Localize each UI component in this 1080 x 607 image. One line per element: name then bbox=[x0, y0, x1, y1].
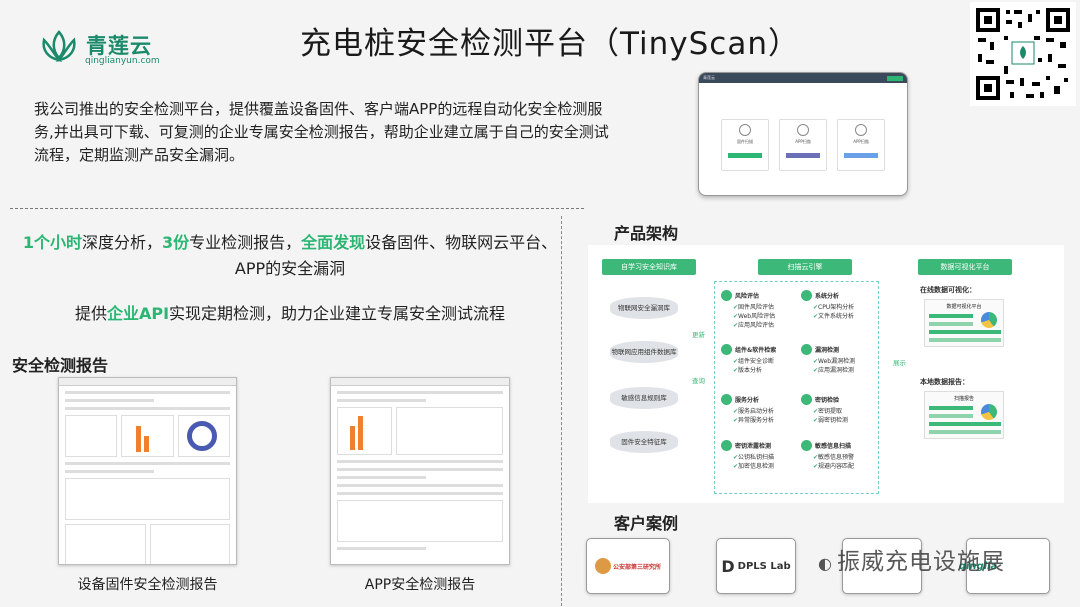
column-divider bbox=[561, 216, 562, 606]
claim-text: 实现定期检测，助力企业建立专属安全测试流程 bbox=[169, 304, 506, 323]
module-vuln-detection: 漏洞检测 Web漏洞检测应用漏洞检测 bbox=[801, 344, 875, 375]
engine-modules-box: 风险评估 固件风险评估Web风险评估应用风险评估 系统分析 CPU架构分析文件系… bbox=[714, 281, 879, 494]
customer-logo: D DPLS Lab bbox=[716, 538, 796, 594]
online-viz-card: 数据可视化平台 bbox=[924, 299, 1004, 347]
reports-heading: 安全检测报告 bbox=[12, 356, 109, 375]
local-report-label: 本地数据报告： bbox=[920, 378, 969, 386]
scan-card-button bbox=[728, 153, 762, 158]
scan-card-label: APP扫描 bbox=[853, 139, 869, 144]
module-icon bbox=[801, 290, 812, 301]
claim-highlight: 3份 bbox=[161, 233, 190, 252]
claim-text: 设备固件、物联网云平台、APP的安全漏洞 bbox=[234, 233, 558, 278]
database-cylinder: 敏感信息规则库 bbox=[610, 387, 678, 409]
watermark: ◐振威充电设施展 bbox=[818, 549, 1005, 575]
claim-text: 深度分析， bbox=[81, 233, 162, 252]
wechat-icon: ◐ bbox=[818, 554, 833, 573]
module-icon bbox=[801, 344, 812, 355]
platform-screenshot: 青莲云 固件扫描 APP扫描 APP扫描 bbox=[698, 72, 908, 196]
visualization-header: 数据可视化平台 bbox=[918, 259, 1012, 275]
bar-chart-thumb bbox=[337, 407, 392, 455]
customer-logo bbox=[842, 538, 922, 594]
claim-text: 专业检测报告， bbox=[189, 233, 302, 252]
claim-highlight: 全面发现 bbox=[301, 233, 366, 252]
bar-chart-thumb bbox=[121, 415, 174, 457]
qr-code bbox=[970, 2, 1076, 106]
cases-heading: 客户案例 bbox=[614, 514, 679, 533]
screenshot-topbar: 青莲云 bbox=[699, 73, 907, 83]
module-icon bbox=[801, 440, 812, 451]
brand-name: 青莲云 bbox=[86, 34, 152, 58]
section-divider bbox=[10, 208, 584, 209]
architecture-heading: 产品架构 bbox=[614, 224, 679, 243]
donut-chart-thumb bbox=[177, 415, 230, 457]
module-component-search: 组件&软件检索 组件安全诊断版本分析 bbox=[721, 344, 795, 375]
show-arrow-label: 展示 bbox=[893, 359, 906, 367]
module-icon bbox=[721, 290, 732, 301]
dpls-icon: D bbox=[721, 556, 735, 576]
database-cylinder: 物联网应用组件数据库 bbox=[610, 341, 678, 363]
scan-card-label: 固件扫描 bbox=[737, 139, 753, 144]
module-key-leak: 密钥泄露检测 公钥私钥扫描加密信息检测 bbox=[721, 440, 795, 471]
customer-logo: 公安部第三研究所 bbox=[586, 538, 670, 594]
query-arrow-label: 查询 bbox=[692, 377, 705, 385]
module-risk-assessment: 风险评估 固件风险评估Web风险评估应用风险评估 bbox=[721, 290, 795, 330]
brand-logo: 青莲云 qinglianyun.com bbox=[36, 28, 166, 72]
online-viz-label: 在线数据可视化： bbox=[920, 286, 976, 294]
police-emblem-icon bbox=[594, 558, 611, 574]
intro-paragraph: 我公司推出的安全检测平台，提供覆盖设备固件、客户端APP的远程自动化安全检测服务… bbox=[34, 100, 609, 164]
app-icon bbox=[797, 124, 809, 136]
screenshot-action-button bbox=[887, 75, 903, 81]
module-key-check: 密钥检验 密钥提取弱密钥检测 bbox=[801, 394, 875, 425]
database-cylinder: 固件安全特征库 bbox=[610, 431, 678, 453]
customer-logo: qinglia bbox=[959, 538, 1050, 594]
page-title: 充电桩安全检测平台（TinyScan） bbox=[300, 26, 800, 62]
scan-card-app-2: APP扫描 bbox=[837, 119, 885, 171]
module-system-analysis: 系统分析 CPU架构分析文件系统分析 bbox=[801, 290, 875, 321]
brand-domain: qinglianyun.com bbox=[85, 56, 160, 66]
module-icon bbox=[801, 394, 812, 405]
module-service-analysis: 服务分析 服务启动分析异常服务分析 bbox=[721, 394, 795, 425]
screenshot-brand: 青莲云 bbox=[703, 75, 715, 80]
database-cylinder: 物联网安全漏洞库 bbox=[610, 297, 678, 319]
feature-claim: 1个小时深度分析，3份专业检测报告，全面发现设备固件、物联网云平台、APP的安全… bbox=[20, 230, 560, 282]
module-icon bbox=[721, 344, 732, 355]
api-claim: 提供企业API实现定期检测，助力企业建立专属安全测试流程 bbox=[20, 300, 560, 324]
module-icon bbox=[721, 394, 732, 405]
lotus-icon bbox=[42, 30, 76, 62]
engine-header: 扫描云引擎 bbox=[758, 259, 852, 275]
app-report-thumbnail bbox=[330, 377, 510, 565]
architecture-diagram: 自学习安全知识库 扫描云引擎 数据可视化平台 物联网安全漏洞库 物联网应用组件数… bbox=[588, 245, 1064, 503]
local-report-card-title: 扫描报告 bbox=[953, 396, 974, 402]
app-report-caption: APP安全检测报告 bbox=[364, 577, 476, 593]
update-arrow-label: 更新 bbox=[692, 331, 705, 339]
module-icon bbox=[721, 440, 732, 451]
local-report-card: 扫描报告 bbox=[924, 391, 1004, 439]
app-icon bbox=[855, 124, 867, 136]
scan-card-button bbox=[786, 153, 820, 158]
scan-card-firmware: 固件扫描 bbox=[721, 119, 769, 171]
qr-code-icon bbox=[976, 8, 1070, 100]
scan-card-label: APP扫描 bbox=[795, 139, 811, 144]
module-sensitive-scan: 敏感信息扫描 敏感信息预警规避内容匹配 bbox=[801, 440, 875, 471]
firmware-icon bbox=[739, 124, 751, 136]
claim-text: 提供 bbox=[74, 304, 107, 323]
knowledge-base-header: 自学习安全知识库 bbox=[602, 259, 696, 275]
claim-highlight: 企业API bbox=[106, 304, 170, 323]
scan-card-button bbox=[844, 153, 878, 158]
scan-card-app: APP扫描 bbox=[779, 119, 827, 171]
firmware-report-thumbnail bbox=[58, 377, 237, 565]
firmware-report-caption: 设备固件安全检测报告 bbox=[77, 577, 218, 593]
online-viz-card-title: 数据可视化平台 bbox=[946, 304, 982, 310]
claim-highlight: 1个小时 bbox=[22, 233, 82, 252]
